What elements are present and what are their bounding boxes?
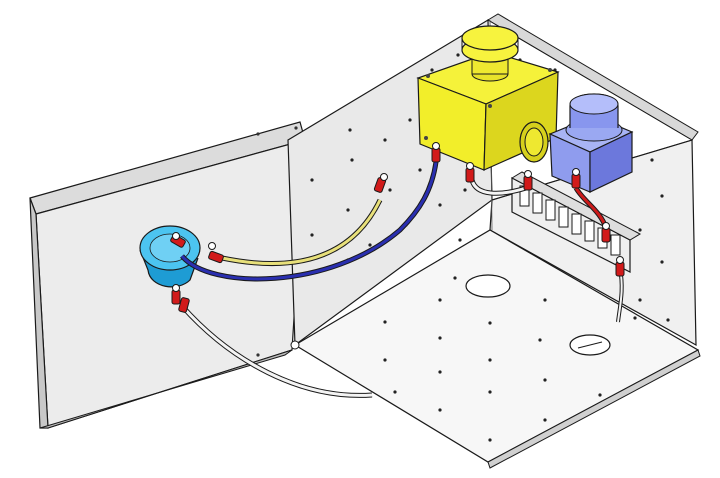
white-cable-buzzer [180, 305, 373, 397]
blue-pilot-light [548, 93, 634, 193]
hinge-pin [290, 340, 300, 350]
yellow-wire [221, 199, 382, 266]
blue-wire [180, 161, 438, 281]
enclosure-floor [293, 229, 701, 469]
white-wire-pushbutton [470, 179, 527, 195]
terminals [170, 142, 625, 313]
